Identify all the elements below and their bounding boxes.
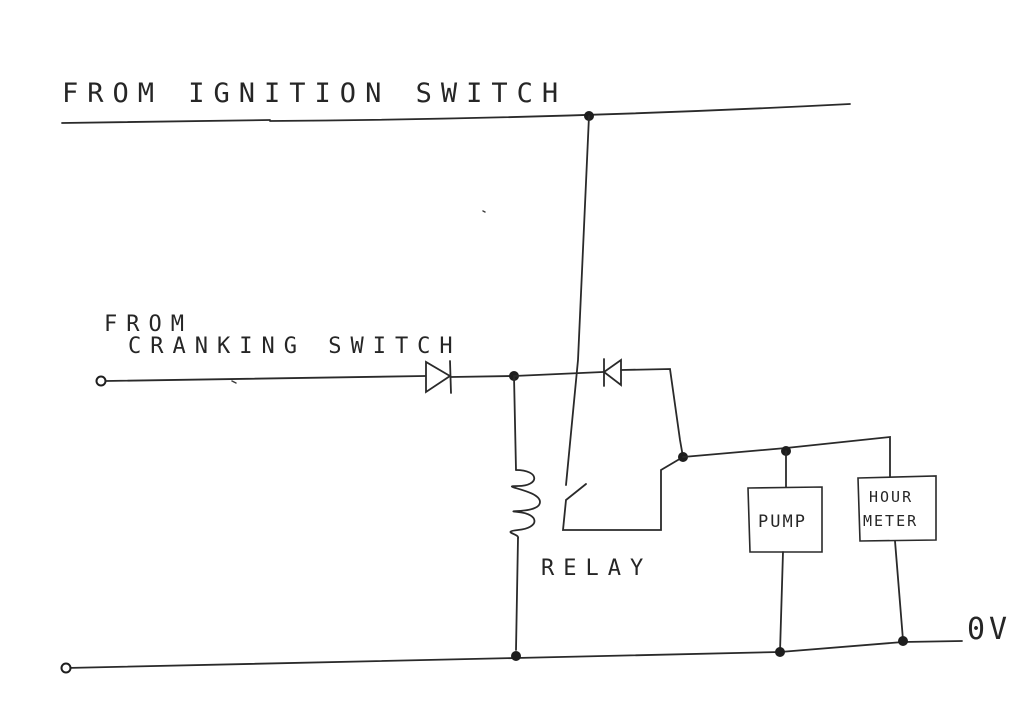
hour-meter-box: HOUR METER bbox=[857, 475, 937, 542]
pump-box: PUMP bbox=[747, 486, 823, 553]
ground-label: 0V bbox=[967, 612, 1011, 647]
diode-icon bbox=[602, 358, 622, 387]
cranking-label-line2: CRANKING SWITCH bbox=[128, 334, 462, 359]
hour-meter-return-wire bbox=[894, 540, 904, 641]
relay-contact-feed-wire bbox=[565, 115, 590, 486]
relay-label: RELAY bbox=[541, 556, 652, 581]
pump-return-wire bbox=[779, 551, 784, 653]
stray-mark bbox=[231, 380, 237, 384]
diode-icon bbox=[425, 360, 452, 394]
junction-to-diode2-wire bbox=[513, 371, 604, 377]
pump-label: PUMP bbox=[758, 512, 807, 532]
ground-terminal bbox=[60, 662, 72, 674]
meter-ground-junction-dot bbox=[898, 636, 908, 646]
output-line bbox=[682, 435, 891, 479]
coil-icon bbox=[509, 469, 541, 539]
diode-to-junction-wire bbox=[450, 375, 513, 378]
hour-meter-label-line1: HOUR bbox=[869, 488, 913, 506]
cranking-label-line1: FROM bbox=[104, 312, 193, 337]
coil-lower-wire bbox=[515, 537, 519, 651]
coil-upper-wire bbox=[513, 375, 517, 471]
ignition-label: FROM IGNITION SWITCH bbox=[62, 78, 567, 109]
ignition-line bbox=[61, 103, 851, 124]
stray-mark bbox=[482, 210, 486, 213]
switch-contact-icon bbox=[562, 456, 684, 531]
diode2-to-output-wire bbox=[620, 368, 684, 458]
cranking-terminal bbox=[95, 375, 107, 387]
pump-ground-junction-dot bbox=[775, 647, 785, 657]
hour-meter-label-line2: METER bbox=[863, 512, 918, 530]
cranking-line bbox=[105, 375, 426, 382]
coil-ground-junction-dot bbox=[511, 651, 521, 661]
